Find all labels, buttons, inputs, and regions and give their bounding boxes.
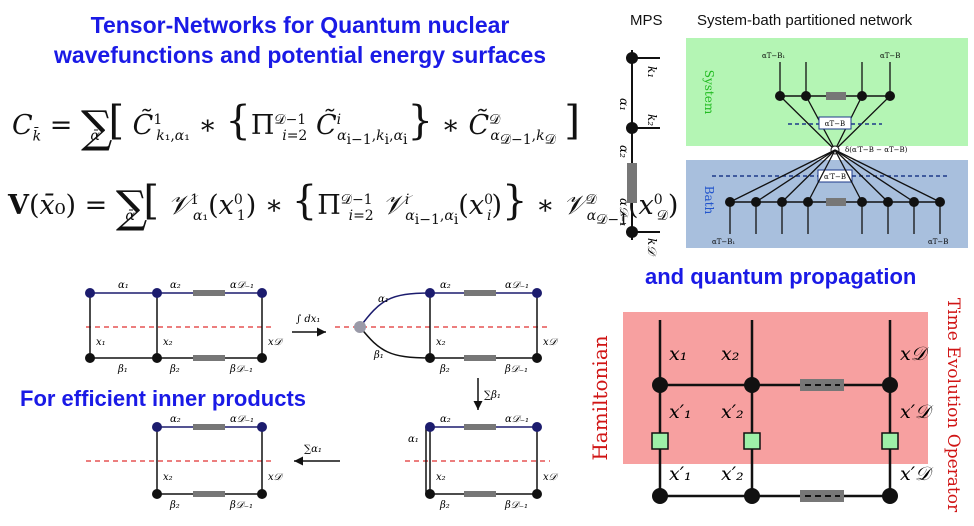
- svg-text:β₂: β₂: [169, 500, 180, 511]
- svg-text:δ(α′T−B − αT−B): δ(α′T−B − αT−B): [845, 146, 908, 154]
- svg-text:β₁: β₁: [117, 364, 128, 375]
- svg-text:x′𝒟: x′𝒟: [900, 463, 934, 485]
- svg-text:α₁: α₁: [118, 280, 129, 291]
- inner-product-integrated: α₁ α₂ α𝒟₋₁ x₂ x𝒟 β₁ β₂ β𝒟₋₁: [335, 280, 559, 375]
- svg-text:x′𝒟: x′𝒟: [900, 401, 934, 423]
- sum-beta-label: ∑β₁: [484, 390, 501, 401]
- svg-text:α𝒟₋₁: α𝒟₋₁: [505, 280, 529, 291]
- svg-text:α𝒟₋₁: α𝒟₋₁: [230, 414, 254, 425]
- sum-alpha-label: ∑α₁: [304, 444, 322, 455]
- inner-product-final: α₂ α𝒟₋₁ x₂ x𝒟 β₂ β𝒟₋₁: [86, 414, 284, 511]
- svg-text:β₂: β₂: [439, 364, 450, 375]
- svg-text:x₂: x₂: [436, 472, 446, 483]
- svg-text:α′T−B: α′T−B: [824, 173, 846, 181]
- svg-text:x𝒟: x𝒟: [543, 472, 559, 483]
- mps-diagram: α₁ α₂ α𝒟₋₁ k₁ k₂ k𝒟: [617, 50, 660, 257]
- svg-text:β𝒟₋₁: β𝒟₋₁: [229, 500, 253, 511]
- mps-node-2: [626, 122, 638, 134]
- svg-text:β₂: β₂: [439, 500, 450, 511]
- svg-text:x₂: x₂: [163, 472, 173, 483]
- svg-text:α𝒟₋₁: α𝒟₋₁: [617, 198, 631, 227]
- system-bath-heading: System-bath partitioned network: [697, 12, 913, 29]
- inner-product-sum-beta: α₁ α₂ α𝒟₋₁ x₂ x𝒟 β₂ β𝒟₋₁: [405, 414, 559, 511]
- svg-text:k𝒟: k𝒟: [645, 238, 659, 257]
- svg-text:x₁: x₁: [669, 343, 687, 365]
- svg-text:β𝒟₋₁: β𝒟₋₁: [504, 364, 528, 375]
- main-title: Tensor-Networks for Quantum nuclear wave…: [20, 10, 580, 70]
- hamiltonian-label: Hamiltonian: [588, 335, 612, 460]
- mps-heading: MPS: [630, 12, 663, 29]
- system-label: System: [702, 70, 716, 115]
- integral-label: ∫ dx₁: [296, 314, 320, 325]
- svg-text:α₁: α₁: [378, 294, 389, 305]
- svg-text:αT−B: αT−B: [928, 238, 948, 246]
- svg-text:k₂: k₂: [645, 114, 659, 126]
- svg-text:x′₂: x′₂: [721, 401, 744, 423]
- inner-products-heading: For efficient inner products: [20, 386, 307, 411]
- svg-text:x₂: x₂: [436, 337, 446, 348]
- svg-text:x𝒟: x𝒟: [900, 343, 930, 365]
- svg-text:α₂: α₂: [440, 280, 451, 291]
- svg-text:x₁: x₁: [96, 337, 106, 348]
- svg-text:α₂: α₂: [170, 280, 181, 291]
- svg-text:x′₂: x′₂: [721, 463, 744, 485]
- system-bath-diagram: System Bath αT−B δ(α′T−B − αT−B) αT−B₁ α…: [686, 38, 968, 248]
- svg-text:x₂: x₂: [721, 343, 739, 365]
- svg-text:x′₁: x′₁: [669, 463, 692, 485]
- svg-text:β₂: β₂: [169, 364, 180, 375]
- equation-c: Ck̄ = ∑ᾱ [ C̃1k₁,α₁ ∗ {Π𝒟−1i=2 C̃iαi−1,k…: [12, 98, 580, 153]
- svg-text:α₂: α₂: [440, 414, 451, 425]
- svg-text:x𝒟: x𝒟: [268, 337, 284, 348]
- inner-product-full: α₁ α₂ α𝒟₋₁ x₁ x₂ x𝒟 β₁ β₂ β𝒟₋₁: [85, 280, 284, 375]
- time-evolution-label: Time Evolution Operator: [943, 298, 963, 513]
- svg-text:α𝒟₋₁: α𝒟₋₁: [230, 280, 254, 291]
- svg-text:β𝒟₋₁: β𝒟₋₁: [504, 500, 528, 511]
- mps-node-1: [626, 52, 638, 64]
- svg-text:x′₁: x′₁: [669, 401, 692, 423]
- svg-text:x₂: x₂: [163, 337, 173, 348]
- svg-text:α𝒟₋₁: α𝒟₋₁: [505, 414, 529, 425]
- svg-text:k₁: k₁: [645, 66, 659, 78]
- svg-text:αT−B₁: αT−B₁: [762, 52, 785, 60]
- svg-text:αT−B: αT−B: [880, 52, 900, 60]
- bath-label: Bath: [702, 186, 716, 215]
- operator-box-1: [651, 432, 669, 450]
- svg-text:x𝒟: x𝒟: [543, 337, 559, 348]
- propagation-diagram: Hamiltonian Time Evolution Operator x₁ x₂…: [588, 298, 963, 513]
- svg-text:αT−B: αT−B: [825, 120, 845, 128]
- svg-text:αT−B₁: αT−B₁: [712, 238, 735, 246]
- svg-text:α₁: α₁: [617, 98, 631, 111]
- operator-box-2: [743, 432, 761, 450]
- svg-text:α₂: α₂: [617, 145, 631, 158]
- svg-text:α₁: α₁: [408, 434, 419, 445]
- propagation-heading: and quantum propagation: [645, 264, 917, 289]
- svg-text:x𝒟: x𝒟: [268, 472, 284, 483]
- hamiltonian-region: [623, 312, 928, 464]
- mps-node-d: [626, 226, 638, 238]
- title-line-2: wavefunctions and potential energy surfa…: [53, 42, 547, 68]
- svg-text:β𝒟₋₁: β𝒟₋₁: [229, 364, 253, 375]
- svg-text:β₁: β₁: [373, 350, 384, 361]
- mps-ellipsis-block: [627, 163, 637, 203]
- operator-box-d: [881, 432, 899, 450]
- svg-text:α₂: α₂: [170, 414, 181, 425]
- title-line-1: Tensor-Networks for Quantum nuclear: [90, 12, 510, 38]
